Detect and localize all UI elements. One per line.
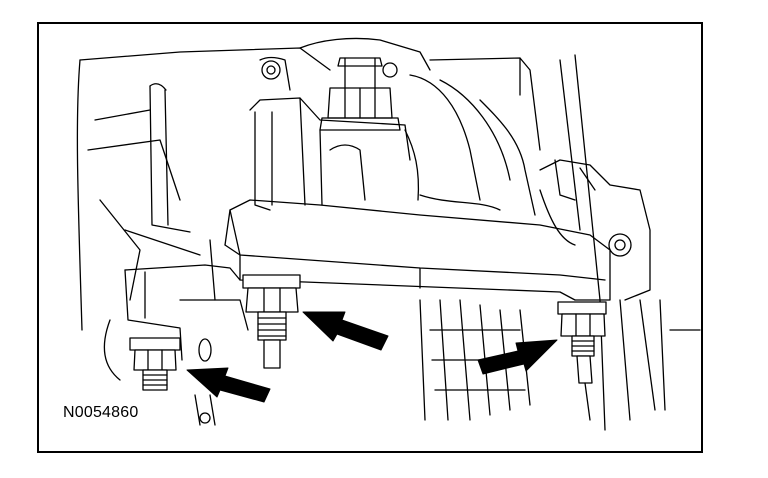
center-nut: [242, 274, 301, 369]
figure-reference-code: N0054860: [63, 404, 139, 421]
engine-housing: [76, 37, 601, 381]
left-nut: [129, 337, 181, 391]
cast-body: [249, 97, 536, 216]
arrow-icon: [302, 311, 389, 351]
right-bracket: [539, 159, 701, 431]
right-nut: [557, 301, 607, 421]
lower-left-bracket: [124, 264, 249, 362]
top-fitting: [319, 57, 401, 131]
arrow-icon: [186, 367, 271, 403]
arrow-icon: [477, 339, 558, 375]
lower-structure: [194, 299, 531, 426]
mounting-arm: [224, 199, 611, 301]
